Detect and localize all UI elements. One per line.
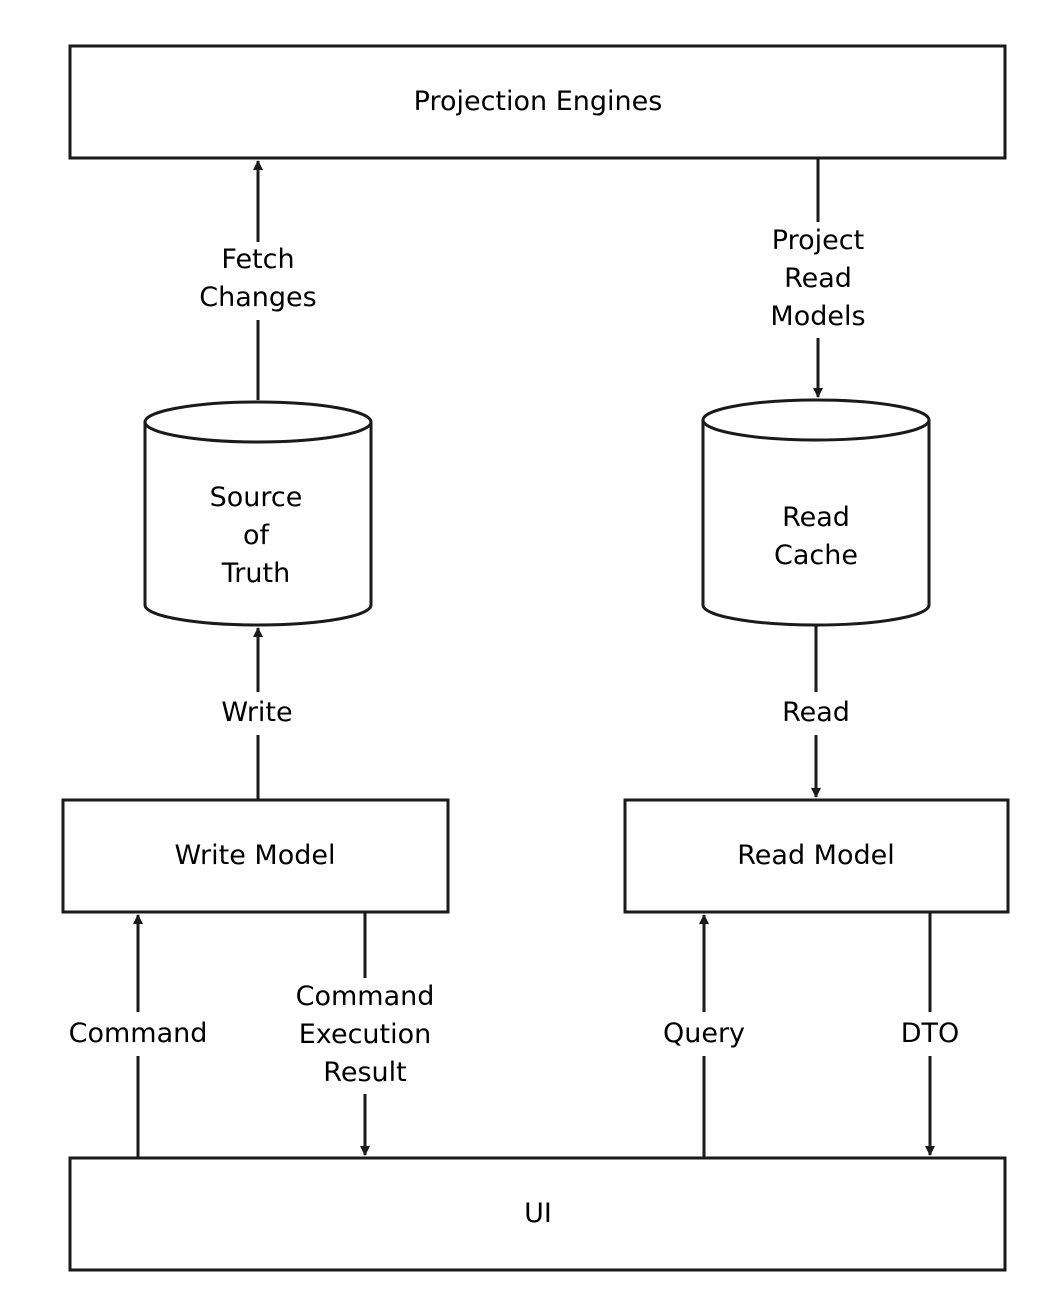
read-cache-label-line2: Cache xyxy=(774,540,858,571)
read-cache-label-line1: Read xyxy=(782,502,850,533)
read-arrow: Read xyxy=(782,625,850,798)
command-execution-result-arrow: Command Execution Result xyxy=(296,912,435,1156)
ui-box: UI xyxy=(68,1156,1007,1272)
source-of-truth-label-line1: Source xyxy=(210,482,303,513)
project-read-models-arrow: Project Read Models xyxy=(770,158,866,398)
source-of-truth-label-line2: of xyxy=(243,520,271,551)
query-arrow: Query xyxy=(663,914,745,1158)
read-model-box: Read Model xyxy=(623,798,1010,914)
command-arrow: Command xyxy=(69,914,208,1158)
query-label: Query xyxy=(663,1018,745,1049)
dto-label: DTO xyxy=(901,1018,960,1049)
project-read-models-label-line2: Read xyxy=(784,263,852,294)
source-of-truth-store: Source of Truth xyxy=(143,400,373,627)
project-read-models-label-line3: Models xyxy=(770,301,865,332)
read-model-label: Read Model xyxy=(737,840,895,871)
ui-label: UI xyxy=(524,1198,552,1229)
read-cache-store: Read Cache xyxy=(701,398,931,627)
command-label: Command xyxy=(69,1018,208,1049)
fetch-changes-label-line2: Changes xyxy=(199,282,316,313)
write-model-box: Write Model xyxy=(61,798,450,914)
fetch-changes-arrow: Fetch Changes xyxy=(199,160,317,400)
source-of-truth-label-line3: Truth xyxy=(221,558,290,589)
command-execution-result-label-line1: Command xyxy=(296,981,435,1012)
command-execution-result-label-line2: Execution xyxy=(299,1019,432,1050)
project-read-models-label-line1: Project xyxy=(772,225,864,256)
projection-engines-label: Projection Engines xyxy=(414,86,663,117)
write-label: Write xyxy=(221,697,292,728)
projection-engines-box: Projection Engines xyxy=(68,44,1007,160)
write-model-label: Write Model xyxy=(175,840,336,871)
read-label: Read xyxy=(782,697,850,728)
write-arrow: Write xyxy=(221,627,293,800)
dto-arrow: DTO xyxy=(901,912,960,1156)
command-execution-result-label-line3: Result xyxy=(323,1057,406,1088)
fetch-changes-label-line1: Fetch xyxy=(221,244,294,275)
